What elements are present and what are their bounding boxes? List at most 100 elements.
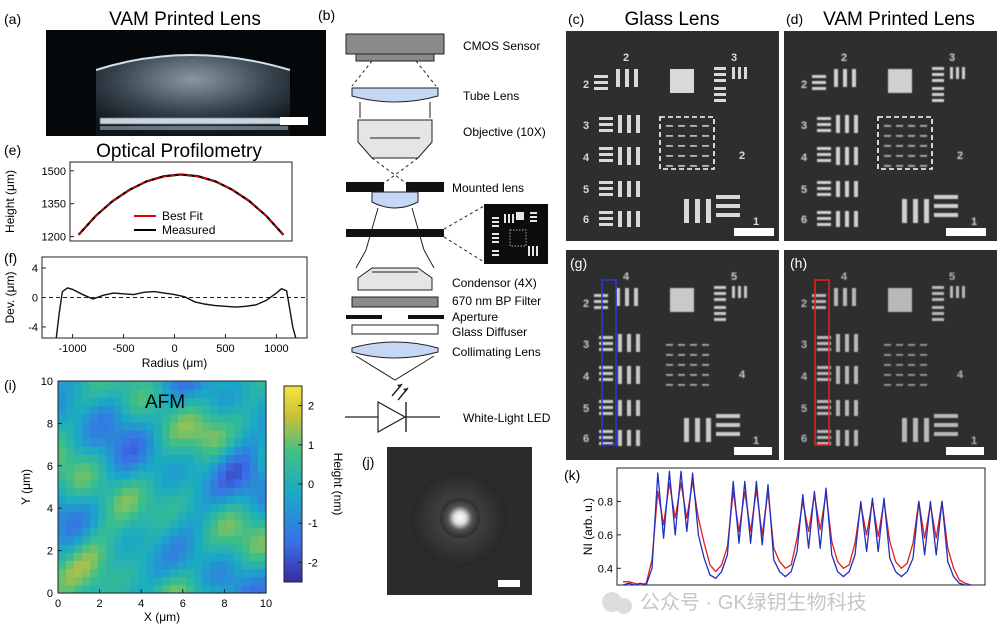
- target-bar: [932, 286, 944, 289]
- panel-b-label: (b): [318, 7, 335, 23]
- heatmap-cell: [202, 527, 211, 537]
- heatmap-cell: [138, 503, 147, 513]
- target-bar: [956, 67, 959, 79]
- heatmap-cell: [210, 462, 219, 472]
- target-bar: [896, 354, 903, 356]
- target-bar: [817, 117, 831, 120]
- heatmap-cell: [146, 381, 155, 390]
- target-digit: 5: [801, 184, 807, 196]
- heatmap-cell: [242, 584, 251, 594]
- heatmap-cell: [82, 405, 91, 415]
- heatmap-cell: [146, 462, 155, 472]
- heatmap-cell: [114, 397, 123, 407]
- heatmap-cell: [258, 495, 267, 504]
- heatmap-cell: [114, 405, 123, 415]
- heatmap-cell: [66, 413, 75, 423]
- heatmap-cell: [122, 495, 131, 504]
- y-tick-label: 0.6: [598, 530, 613, 542]
- target-bar: [690, 364, 697, 366]
- target-bar: [817, 436, 831, 439]
- heatmap-cell: [106, 527, 115, 537]
- heatmap-cell: [234, 584, 243, 594]
- heatmap-cell: [170, 552, 179, 561]
- target-bar: [920, 384, 927, 386]
- heatmap-cell: [114, 576, 123, 586]
- heatmap-cell: [170, 462, 179, 472]
- target-bar: [845, 400, 849, 416]
- heatmap-cell: [106, 462, 115, 472]
- heatmap-cell: [218, 438, 227, 447]
- target-digit: 4: [841, 271, 848, 283]
- target-digit: 4: [623, 271, 630, 283]
- target-bar: [594, 87, 608, 90]
- heatmap-cell: [234, 535, 243, 545]
- x-tick-label: -1000: [59, 343, 87, 355]
- heatmap-cell: [154, 438, 163, 447]
- heatmap-cell: [122, 527, 131, 537]
- heatmap-cell: [194, 405, 203, 415]
- heatmap-cell: [82, 527, 91, 537]
- heatmap-cell: [130, 544, 139, 553]
- collimating-lens-shape: [351, 341, 439, 359]
- heatmap-cell: [234, 413, 243, 423]
- heatmap-cell: [66, 421, 75, 431]
- heatmap-cell: [242, 438, 251, 447]
- target-bar: [817, 406, 831, 409]
- heatmap-cell: [130, 413, 139, 423]
- heatmap-cell: [66, 397, 75, 407]
- heatmap-cell: [210, 413, 219, 423]
- target-bar: [738, 286, 741, 298]
- heatmap-cell: [210, 405, 219, 415]
- heatmap-cell: [114, 495, 123, 504]
- heatmap-cell: [258, 519, 267, 529]
- heatmap-cell: [258, 381, 267, 390]
- heatmap-cell: [114, 487, 123, 496]
- target-bar: [599, 117, 613, 120]
- heatmap-cell: [162, 438, 171, 447]
- target-bar: [678, 165, 685, 167]
- heatmap-cell: [162, 552, 171, 561]
- heatmap-cell: [258, 560, 267, 570]
- heatmap-cell: [218, 397, 227, 407]
- heatmap-cell: [242, 421, 251, 431]
- x-tick-label: 0: [55, 598, 61, 610]
- heatmap-cell: [178, 381, 187, 390]
- target-bar: [594, 300, 608, 303]
- heatmap-cell: [202, 560, 211, 570]
- heatmap-cell: [58, 503, 67, 513]
- heatmap-cell: [226, 487, 235, 496]
- target-digit: 3: [801, 120, 807, 132]
- heatmap-cell: [210, 535, 219, 545]
- heatmap-cell: [178, 495, 187, 504]
- heatmap-cell: [66, 462, 75, 472]
- target-bar: [817, 147, 831, 150]
- heatmap-cell: [226, 478, 235, 488]
- heatmap-cell: [218, 568, 227, 578]
- heatmap-cell: [194, 446, 203, 455]
- heatmap-cell: [98, 527, 107, 537]
- target-bar: [706, 199, 711, 223]
- target-bar: [913, 199, 918, 223]
- heatmap-cell: [186, 552, 195, 561]
- target-bar: [702, 354, 709, 356]
- heatmap-cell: [242, 462, 251, 472]
- target-bar: [636, 181, 640, 197]
- heatmap-cell: [234, 438, 243, 447]
- heatmap-cell: [194, 462, 203, 472]
- target-bar: [744, 286, 747, 298]
- heatmap-cell: [218, 535, 227, 545]
- heatmap-cell: [130, 405, 139, 415]
- target-bar: [599, 147, 613, 150]
- target-bar: [884, 344, 891, 346]
- heatmap-cell: [258, 511, 267, 521]
- filter-shape: [351, 296, 439, 308]
- heatmap-cell: [114, 584, 123, 594]
- heatmap-title: AFM: [145, 392, 185, 413]
- heatmap-cell: [242, 446, 251, 455]
- target-bar: [896, 145, 903, 147]
- heatmap-cell: [226, 421, 235, 431]
- colorbar-tick-label: -1: [308, 518, 318, 530]
- heatmap-cell: [130, 381, 139, 390]
